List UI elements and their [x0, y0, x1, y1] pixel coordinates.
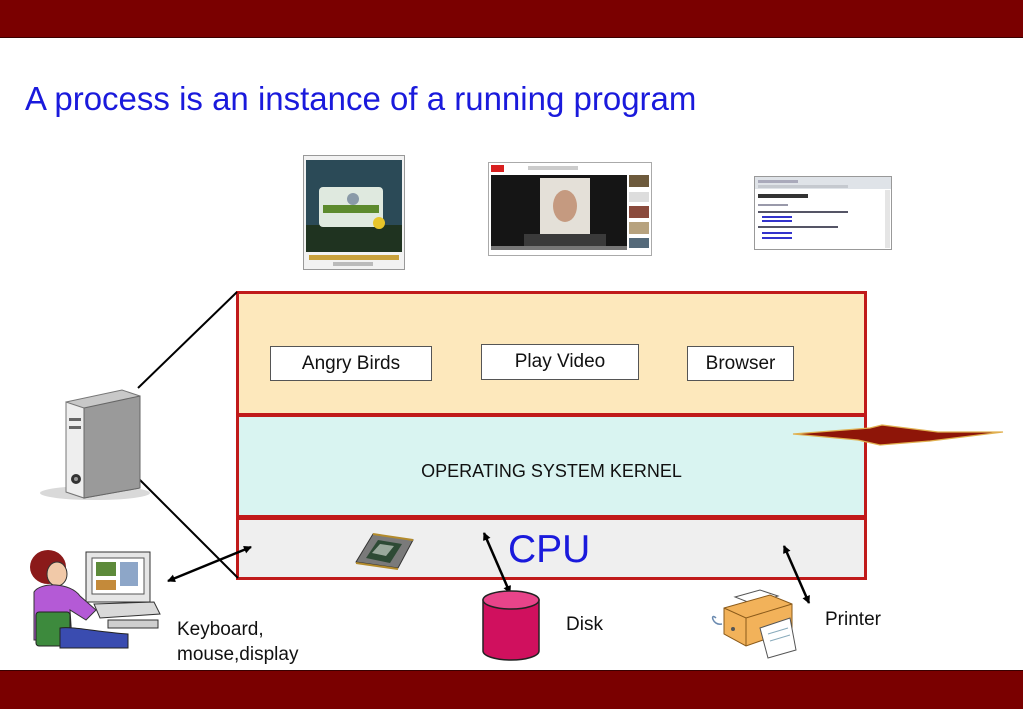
kernel-label: OPERATING SYSTEM KERNEL [421, 461, 682, 481]
cpu-layer [236, 517, 867, 580]
app-angry-birds: Angry Birds [270, 346, 432, 381]
printer-arrow [782, 545, 811, 604]
cpu-label: CPU [508, 528, 591, 571]
printer-icon [711, 589, 797, 659]
zoom-line-top [137, 291, 238, 389]
disk-cylinder-icon [482, 590, 540, 661]
io-arrow [167, 545, 252, 583]
app-play-video: Play Video [481, 344, 639, 380]
printer-label: Printer [825, 609, 881, 630]
disk-label: Disk [566, 614, 603, 635]
lightning-icon [792, 424, 1004, 446]
angry-birds-screenshot [303, 155, 405, 270]
app-browser: Browser [687, 346, 794, 381]
slide-title: A process is an instance of a running pr… [25, 80, 697, 117]
video-screenshot [488, 162, 652, 256]
cpu-chip-icon [355, 533, 414, 570]
user-at-computer-icon [30, 550, 161, 649]
zoom-line-bottom [137, 477, 239, 579]
bottom-banner [0, 670, 1023, 709]
disk-arrow [482, 532, 512, 594]
computer-tower-icon [40, 389, 150, 500]
browser-screenshot [754, 176, 892, 250]
top-banner [0, 0, 1023, 38]
io-devices-label-line1: Keyboard, [177, 619, 264, 640]
io-devices-label-line2: mouse,display [177, 644, 299, 665]
kernel-layer: OPERATING SYSTEM KERNEL [236, 414, 867, 518]
